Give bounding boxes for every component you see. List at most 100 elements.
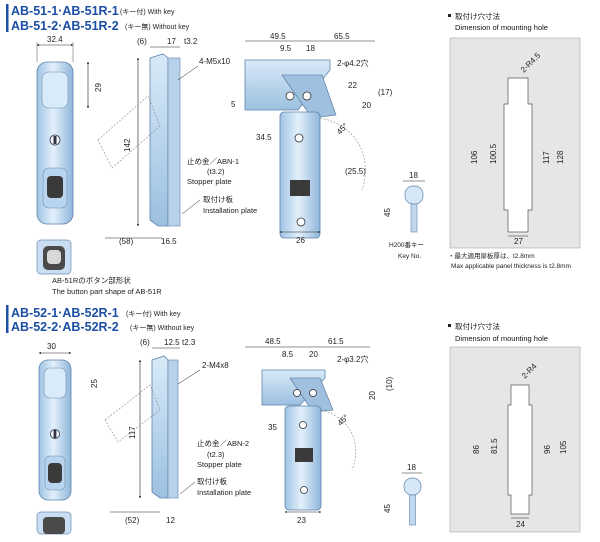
- dim-d6: (6): [140, 338, 150, 347]
- install-label-en: Installation plate: [203, 206, 257, 215]
- dim-t23: t2.3: [182, 338, 196, 347]
- hole-callout: 2-φ4.2穴: [337, 58, 368, 68]
- dim-top: 25: [90, 379, 99, 388]
- title-line2: AB-52-2·AB-52R-2: [11, 320, 119, 334]
- back-view: 49.5 65.5 9.5 18 2-φ4.2穴 45° 5 22 20 (17…: [231, 32, 393, 245]
- panel-d128: 128: [556, 150, 565, 164]
- section-ab51: AB-51-1·AB-51R-1 (キー付) With key AB-51-2·…: [6, 4, 585, 296]
- panel-head-jp: 取付け穴寸法: [455, 11, 500, 21]
- panel-note-en: Max applicable panel thickness is t2.8mm: [451, 263, 571, 270]
- side-view: (6) 17 t3.2 142 (58) 16.5: [97, 37, 198, 246]
- title-accent-bar: [6, 4, 9, 32]
- dim-width: 32.4: [47, 35, 63, 44]
- key-dim-d45: 45: [383, 504, 392, 513]
- stopper-label-t: (t3.2): [207, 167, 225, 176]
- panel-head-en: Dimension of mounting hole: [455, 334, 548, 343]
- front-view: 32.4 29: [36, 35, 103, 225]
- dim-d22: 22: [348, 81, 357, 90]
- panel-d117: 117: [542, 151, 551, 164]
- panel-d86: 86: [472, 445, 481, 454]
- key-view: 18 45 H200番キー Key No.: [383, 171, 425, 260]
- install-label-jp: 取付け板: [203, 194, 233, 204]
- dim-d17p: (17): [378, 88, 393, 97]
- key-label-jp: H200番キー: [389, 241, 424, 249]
- stopper-label-en: Stopper plate: [197, 460, 242, 469]
- grip-recess: [41, 71, 69, 109]
- dim-d17: 17: [167, 37, 176, 46]
- title-line1: AB-51-1·AB-51R-1: [11, 4, 119, 18]
- panel-head-jp: 取付け穴寸法: [455, 321, 500, 331]
- dim-d6: (6): [137, 37, 147, 46]
- dim-d95: 9.5: [280, 44, 292, 53]
- button-note-en: The button part shape of AB-51R: [52, 287, 162, 296]
- panel-d96: 96: [543, 445, 552, 454]
- dim-d10: (10): [385, 376, 394, 391]
- dim-t32: t3.2: [184, 37, 198, 46]
- dim-d35: 35: [268, 423, 277, 432]
- title-line1-note: (キー付) With key: [126, 309, 181, 318]
- title-line1-note: (キー付) With key: [120, 7, 175, 16]
- dim-d12: 12: [166, 516, 175, 525]
- front-view: 30 25: [36, 342, 99, 535]
- panel-d24: 24: [516, 520, 525, 529]
- button-shape-view: AB-51Rのボタン部形状 The button part shape of A…: [36, 239, 162, 296]
- screw-callout: 2-M4x8: [202, 361, 229, 370]
- title-line2: AB-51-2·AB-51R-2: [11, 19, 119, 33]
- dim-angle: 45°: [336, 413, 351, 428]
- dim-d20: 20: [309, 350, 318, 359]
- dim-d165: 16.5: [161, 237, 177, 246]
- key-label-en: Key No.: [398, 253, 421, 260]
- dim-d5: 5: [231, 100, 236, 109]
- title-line1: AB-52-1·AB-52R-1: [11, 306, 119, 320]
- dim-d495: 49.5: [270, 32, 286, 41]
- title-accent-bar: [6, 305, 9, 333]
- hole-callout: 2-φ3.2穴: [337, 354, 368, 364]
- button-note-jp: AB-51Rのボタン部形状: [52, 275, 131, 285]
- dim-d125: 12.5: [164, 338, 180, 347]
- dim-d52: (52): [125, 516, 140, 525]
- panel-d27: 27: [514, 237, 523, 246]
- title-line2-note: (キー無) Without key: [130, 323, 195, 332]
- dim-d615: 61.5: [328, 337, 344, 346]
- dim-height: 117: [128, 426, 137, 439]
- panel-head-en: Dimension of mounting hole: [455, 23, 548, 32]
- key-view: 18 45: [383, 463, 422, 526]
- panel-note-jp: ・最大適用扉板厚は、t2.8mm: [448, 251, 535, 260]
- stopper-label-jp: 止め金／ABN-1: [187, 156, 239, 166]
- dim-height: 142: [123, 138, 132, 152]
- dim-d58: (58): [119, 237, 134, 246]
- section-ab52: AB-52-1·AB-52R-1 (キー付) With key AB-52-2·…: [6, 305, 581, 535]
- dim-d655: 65.5: [334, 32, 350, 41]
- back-view: 48.5 61.5 8.5 20 2-φ3.2穴 45° (10) 20 35 …: [245, 337, 394, 525]
- dim-width: 30: [47, 342, 56, 351]
- key-dim-d45: 45: [383, 208, 392, 217]
- dim-d18: 18: [306, 44, 315, 53]
- stopper-label-en: Stopper plate: [187, 177, 232, 186]
- mounting-panel: 取付け穴寸法 Dimension of mounting hole 2-R4.5…: [446, 10, 585, 270]
- dim-d20b: 20: [368, 391, 377, 400]
- install-label-jp: 取付け板: [197, 476, 227, 486]
- dim-d23: 23: [297, 516, 306, 525]
- stopper-label-jp: 止め金／ABN-2: [197, 438, 249, 448]
- install-label-en: Installation plate: [197, 488, 251, 497]
- panel-d105: 105: [559, 440, 568, 454]
- dim-d85: 8.5: [282, 350, 294, 359]
- dim-top: 29: [94, 83, 103, 92]
- dim-d345: 34.5: [256, 133, 272, 142]
- key-dim-d18: 18: [409, 171, 418, 180]
- side-view: (6) 12.5 t2.3 117 (52) 12: [104, 338, 196, 525]
- panel-d1005: 100.5: [489, 143, 498, 164]
- panel-d815: 81.5: [490, 438, 499, 454]
- dim-d20: 20: [362, 101, 371, 110]
- dim-d26: 26: [296, 236, 305, 245]
- screw-callout: 4-M5x10: [199, 57, 231, 66]
- stopper-label-t: (t2.3): [207, 450, 225, 459]
- dim-d485: 48.5: [265, 337, 281, 346]
- mounting-panel: 取付け穴寸法 Dimension of mounting hole 2-R4 8…: [448, 321, 581, 533]
- key-dim-d18: 18: [407, 463, 416, 472]
- panel-d106: 106: [470, 150, 479, 164]
- dim-d255: (25.5): [345, 167, 366, 176]
- title-line2-note: (キー無) Without key: [125, 22, 190, 31]
